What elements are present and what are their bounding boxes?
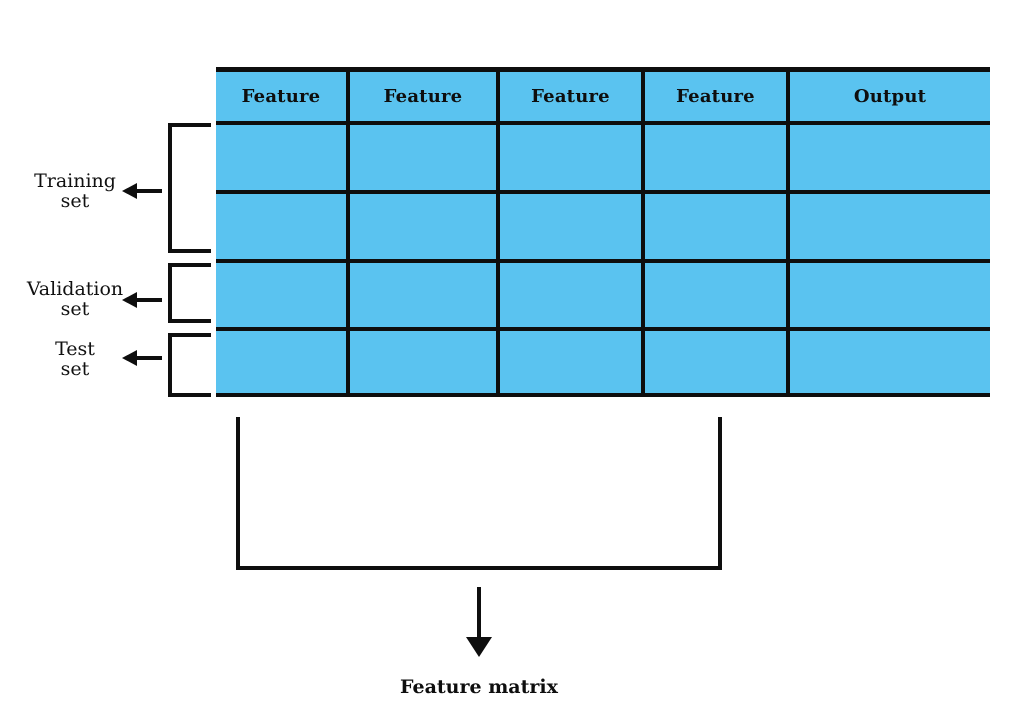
test-left-arrow-icon bbox=[122, 350, 162, 366]
feature-matrix-caption: Feature matrix bbox=[400, 676, 558, 698]
test-rows-bracket bbox=[168, 333, 211, 397]
arrow-head bbox=[122, 292, 137, 308]
table-body-empty-cells bbox=[216, 125, 990, 393]
arrow-head bbox=[122, 183, 137, 199]
test-set-label-line2: set bbox=[60, 358, 90, 380]
table-column-line bbox=[641, 67, 645, 397]
arrow-shaft bbox=[135, 298, 162, 302]
validation-set-label-line2: set bbox=[60, 298, 90, 320]
training-set-label-line2: set bbox=[60, 190, 90, 212]
validation-left-arrow-icon bbox=[122, 292, 162, 308]
arrow-head bbox=[466, 637, 492, 657]
validation-set-label-line1: Validation bbox=[26, 278, 124, 300]
table-row-line bbox=[216, 190, 990, 194]
table-row-line bbox=[216, 259, 990, 263]
down-arrow-icon bbox=[465, 587, 493, 657]
table-bottom-border bbox=[216, 393, 990, 397]
column-header-feature-1: Feature bbox=[241, 86, 321, 107]
table-top-border bbox=[216, 67, 990, 72]
table-column-line bbox=[496, 67, 500, 397]
column-header-output: Output bbox=[853, 86, 927, 107]
table-row-line bbox=[216, 121, 990, 125]
training-set-label: Training set bbox=[12, 171, 138, 211]
feature-table: Feature Feature Feature Feature Output bbox=[216, 67, 990, 397]
feature-columns-merge-bracket bbox=[236, 417, 722, 570]
column-header-feature-2: Feature bbox=[383, 86, 463, 107]
test-set-label-line1: Test bbox=[55, 338, 95, 360]
training-rows-bracket bbox=[168, 123, 211, 253]
table-column-line bbox=[346, 67, 350, 397]
arrow-shaft bbox=[477, 587, 481, 641]
table-row-line bbox=[216, 327, 990, 331]
column-header-feature-3: Feature bbox=[531, 86, 610, 107]
training-set-label-line1: Training bbox=[34, 170, 116, 192]
table-column-line bbox=[786, 67, 790, 397]
arrow-shaft bbox=[135, 189, 162, 193]
column-header-feature-4: Feature bbox=[676, 86, 755, 107]
validation-rows-bracket bbox=[168, 263, 211, 323]
test-set-label: Test set bbox=[12, 339, 138, 379]
training-left-arrow-icon bbox=[122, 183, 162, 199]
arrow-shaft bbox=[135, 356, 162, 360]
arrow-head bbox=[122, 350, 137, 366]
validation-set-label: Validation set bbox=[12, 279, 138, 319]
